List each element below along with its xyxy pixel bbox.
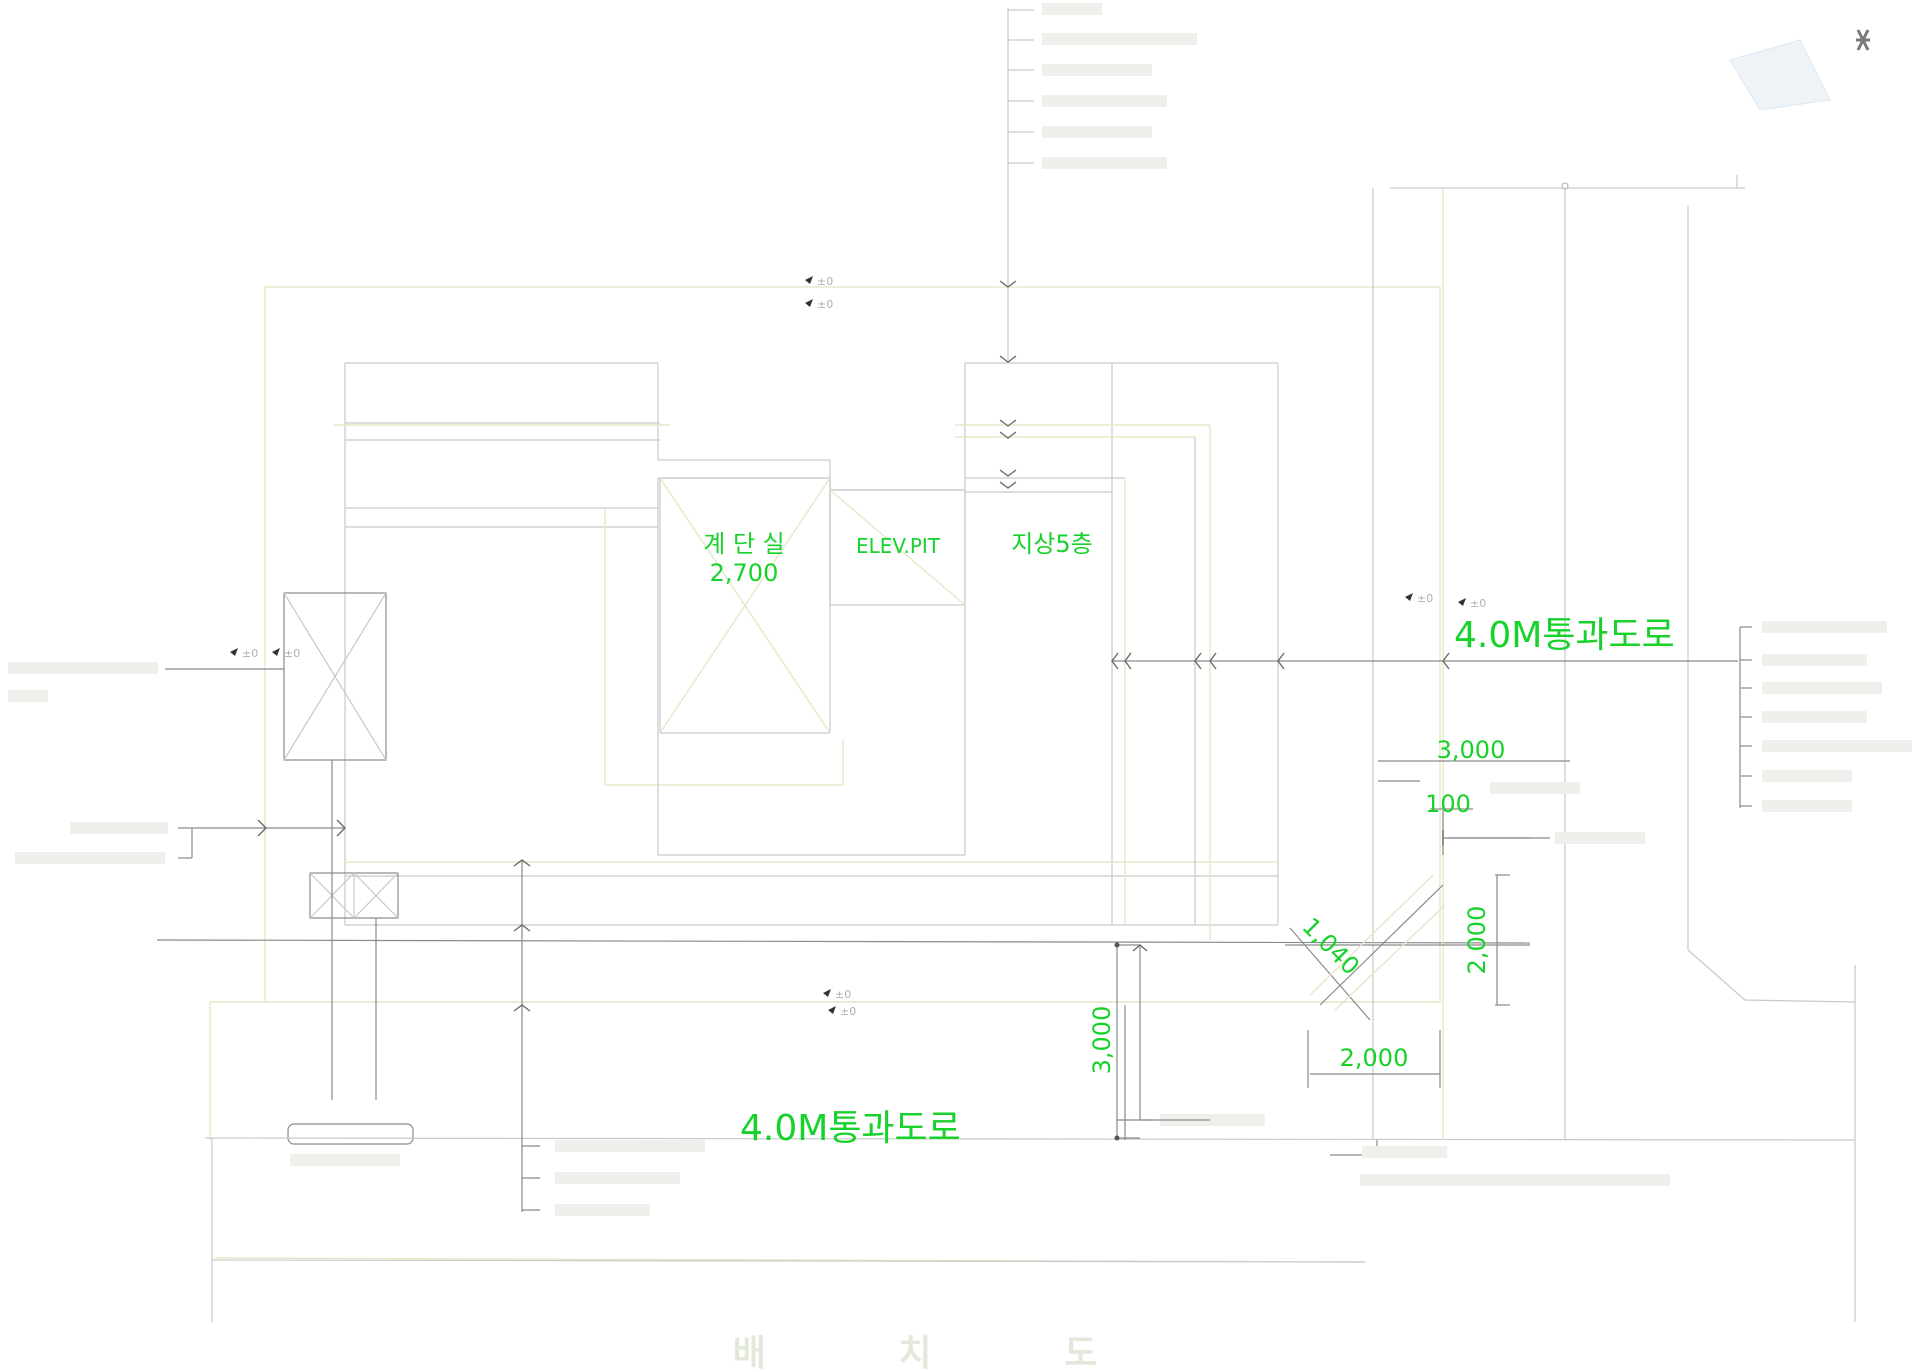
level-marker: ±0 [1470, 597, 1486, 610]
top-leader-group [1007, 3, 1197, 360]
building-outline [333, 362, 1279, 940]
level-marker: ±0 [284, 647, 300, 660]
dimension-3000-top: 3,000 [1437, 736, 1506, 764]
level-marker: ±0 [817, 298, 833, 311]
drawing-title: 배 치 도 [733, 1333, 1157, 1372]
level-marker: ±0 [840, 1005, 856, 1018]
corner-cut [1289, 874, 1446, 1021]
level-markers: ±0 ±0 ±0 ±0 ±0 ±0 ±0 ±0 [230, 275, 1486, 1018]
section-ticks [257, 280, 1450, 1012]
elevator-pit-label: ELEV.PIT [856, 534, 941, 558]
stair-room-label: 계 단 실 [703, 530, 785, 558]
level-marker: ±0 [1417, 592, 1433, 605]
stair-room-dimension: 2,700 [710, 559, 779, 587]
left-leader-group [8, 662, 345, 864]
road-label-right: 4.0M통과도로 [1454, 615, 1675, 656]
right-leader-group [1112, 621, 1912, 812]
bottom-leader-group [290, 860, 705, 1216]
stair-room [659, 477, 966, 734]
level-marker: ±0 [242, 647, 258, 660]
left-shaft [283, 592, 414, 1145]
dimension-100: 100 [1425, 790, 1471, 818]
dimension-2000-vertical: 2,000 [1463, 906, 1491, 975]
level-marker: ±0 [835, 988, 851, 1001]
floor-count-label: 지상5층 [1011, 530, 1093, 558]
dim-3000-vertical [1114, 942, 1140, 1141]
road-label-bottom: 4.0M통과도로 [740, 1108, 961, 1149]
north-arrow-icon [1729, 29, 1870, 111]
dimension-3000-vertical: 3,000 [1088, 1006, 1116, 1075]
dimension-2000-horizontal: 2,000 [1340, 1044, 1409, 1072]
road-lines [156, 939, 1856, 1322]
right-road-lines [1124, 175, 1856, 1186]
level-marker: ±0 [817, 275, 833, 288]
